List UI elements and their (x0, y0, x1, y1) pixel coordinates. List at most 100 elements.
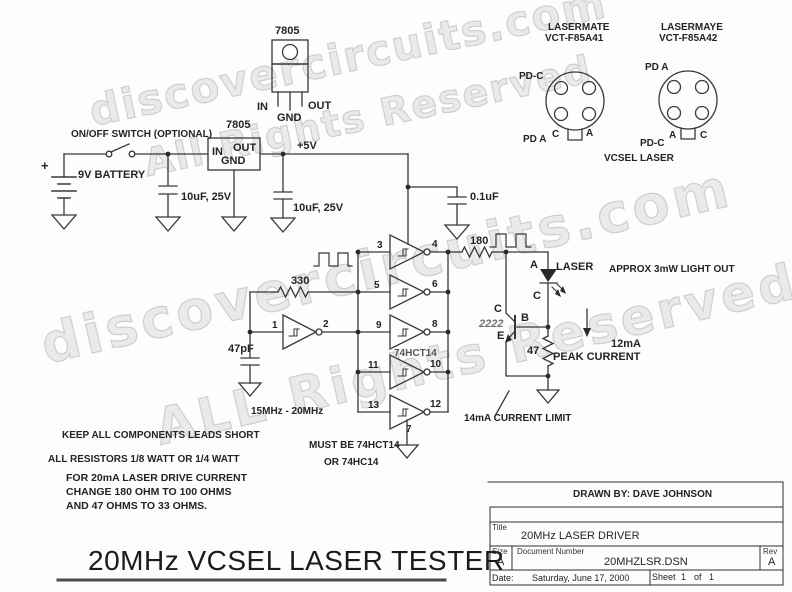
freq-range-label: 15MHz - 20MHz (251, 406, 324, 417)
connector-left-pin-a: A (586, 128, 594, 139)
cap-47pf-symbol (240, 357, 260, 384)
package-gnd-label: GND (277, 112, 302, 124)
schmitt-glyph (397, 288, 409, 297)
connector-right-top-pin: PD A (645, 62, 669, 73)
package-part-label: 7805 (275, 25, 300, 37)
connector-right-pin-a: A (669, 130, 677, 141)
pin-10-label: 10 (430, 359, 442, 370)
buffer-bank (357, 233, 449, 460)
titleblock-sheet: 1 (681, 572, 687, 582)
ground-symbol (443, 224, 471, 240)
laser-cathode-label: C (533, 290, 541, 302)
laser-label: LASER (556, 261, 594, 273)
pin-13-label: 13 (368, 400, 380, 411)
inverter-gate-osc (282, 313, 318, 351)
titleblock-date: Saturday, June 17, 2000 (532, 573, 630, 583)
connector-left-part: VCT-F85A41 (545, 33, 604, 44)
schmitt-glyph (288, 328, 300, 337)
ground-symbol (154, 216, 182, 232)
limit-pointer-line (494, 390, 510, 417)
cap-output-label: 10uF, 25V (293, 202, 344, 214)
titleblock-title: 20MHz LASER DRIVER (521, 530, 640, 542)
schmitt-glyph (397, 328, 409, 337)
oscillator-section (237, 252, 359, 398)
regulator-gnd-label: GND (221, 155, 246, 167)
light-out-label: APPROX 3mW LIGHT OUT (609, 264, 735, 275)
inverter-gate-4 (357, 353, 449, 391)
title-block-grid (487, 481, 784, 586)
schmitt-glyph (397, 248, 409, 257)
pin-3-label: 3 (377, 240, 383, 251)
schmitt-glyph (397, 408, 409, 417)
connector-left-pin-c: C (552, 129, 560, 140)
titleblock-total: 1 (709, 572, 715, 582)
connector-left-name: LASERMATE (548, 22, 610, 33)
cap-input-label: 10uF, 25V (181, 191, 232, 203)
battery-symbol (50, 153, 78, 230)
pin-5-label: 5 (374, 280, 380, 291)
connector-right-bottom-pin: PD-C (640, 138, 665, 149)
regulator-in-label: IN (212, 146, 223, 158)
titleblock-of-label: of (694, 572, 702, 582)
titleblock-size: A (497, 556, 505, 568)
inverter-gate-1 (357, 233, 449, 271)
note-20ma-change: FOR 20mA LASER DRIVE CURRENT CHANGE 180 … (66, 472, 248, 512)
titleblock-rev-label: Rev (763, 547, 778, 556)
pin-6-label: 6 (432, 279, 438, 290)
inverter-gate-3 (357, 313, 449, 351)
connector-left-bottom-pin: PD A (523, 134, 547, 145)
titleblock-rev: A (768, 556, 776, 568)
connector-caption: VCSEL LASER (604, 153, 674, 164)
onoff-switch-symbol (63, 143, 209, 158)
cap-47pf-label: 47pF (228, 343, 254, 355)
transistor-2222-symbol (505, 251, 549, 377)
connector-left-top-pin: PD-C (519, 71, 544, 82)
note-resistors: ALL RESISTORS 1/8 WATT OR 1/4 WATT (48, 454, 240, 465)
connector-tab (567, 128, 583, 141)
cap-bypass-label: 0.1uF (470, 191, 499, 203)
peak-current-label: PEAK CURRENT (553, 351, 641, 363)
ic-note-line1: MUST BE 74HCT14 (309, 440, 400, 451)
laser-diode-symbol (539, 251, 566, 328)
resistor-47-label: 47 (527, 345, 540, 357)
titleblock-date-label: Date: (492, 573, 514, 583)
switch-label: ON/OFF SWITCH (OPTIONAL) (71, 129, 213, 140)
connector-right-pin-c: C (700, 130, 708, 141)
five-volt-rail (259, 153, 471, 245)
rail-5v-label: +5V (297, 140, 317, 152)
pin-7-label: 7 (406, 424, 412, 435)
resistor-180-label: 180 (470, 235, 489, 247)
ground-symbol (237, 382, 263, 398)
transistor-e-label: E (497, 330, 505, 342)
driver-stage (447, 233, 591, 417)
regulator-package-drawing (271, 39, 309, 111)
square-wave-glyph (489, 233, 532, 248)
titleblock-sheet-label: Sheet (652, 572, 676, 582)
inverter-gate-2 (357, 273, 449, 311)
peak-current-value: 12mA (611, 338, 641, 350)
resistor-330-label: 330 (291, 275, 310, 287)
pin-8-label: 8 (432, 319, 438, 330)
pin-12-label: 12 (430, 399, 442, 410)
ground-symbol (269, 217, 297, 233)
ic-part-label: 74HCT14 (394, 348, 437, 359)
resistor-330-symbol (277, 285, 309, 299)
connector-pinout-right (658, 70, 718, 140)
input-cap-symbol (154, 153, 182, 232)
titleblock-size-label: Size (492, 547, 508, 556)
pin-2-label: 2 (323, 319, 329, 330)
drawn-by-label: DRAWN BY: DAVE JOHNSON (573, 489, 713, 500)
ground-symbol (220, 216, 248, 232)
titleblock-title-label: Title (492, 523, 507, 532)
package-in-label: IN (257, 101, 268, 113)
connector-right-part: VCT-F85A42 (659, 33, 718, 44)
pin-4-label: 4 (432, 239, 438, 250)
package-mounting-hole (281, 43, 299, 61)
regulator-out-label: OUT (233, 142, 257, 154)
ground-symbol (394, 444, 420, 460)
page-title: 20MHz VCSEL LASER TESTER (88, 545, 505, 576)
connector-right-name: LASERMAYE (661, 22, 723, 33)
ground-symbol (535, 389, 561, 405)
transistor-part-label: 2222 (479, 318, 504, 330)
